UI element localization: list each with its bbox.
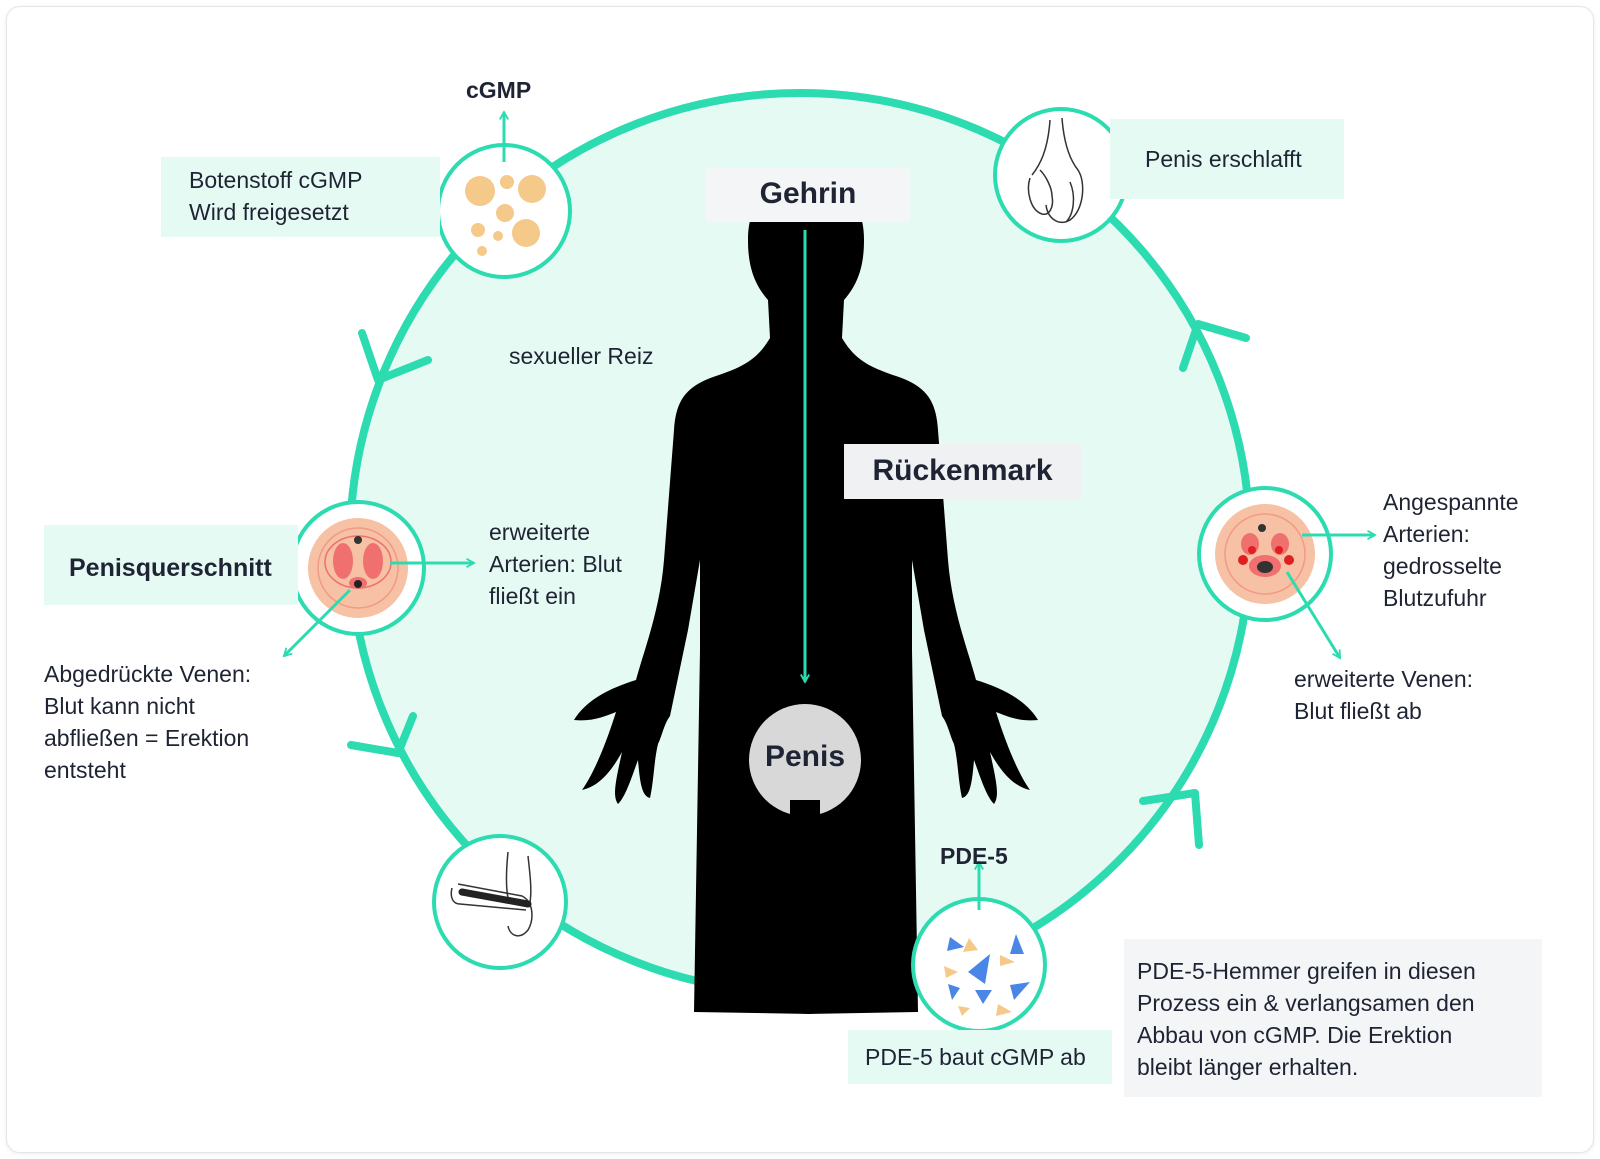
erweiterte-venen-label: erweiterte Venen: Blut fließt ab xyxy=(1294,666,1474,724)
pde5-baut-label: PDE-5 baut cGMP ab xyxy=(865,1044,1086,1070)
flaccid-node xyxy=(993,107,1129,243)
granules-node xyxy=(436,143,572,279)
gehrin-label: Gehrin xyxy=(759,177,857,210)
gehrin-box xyxy=(706,168,910,222)
cycle-direction-arrows xyxy=(347,320,1250,849)
cross-section-node xyxy=(290,500,426,636)
pde5-baut-box xyxy=(848,1030,1112,1084)
tense-node xyxy=(1197,486,1333,622)
chevron-right-upper xyxy=(1179,320,1250,372)
pde5-node xyxy=(911,897,1047,1033)
pde5-hemmer-box xyxy=(1124,939,1542,1097)
penis-cross-section-icon xyxy=(308,518,408,618)
pde5-label: PDE-5 xyxy=(940,843,1008,869)
flaccid-penis-icon xyxy=(1027,117,1084,224)
sexueller-reiz-label: sexueller Reiz xyxy=(509,343,654,369)
cgmp-label: cGMP xyxy=(466,77,532,103)
penis-erschlafft-label: Penis erschlafft xyxy=(1145,146,1302,172)
tense-cross-section-icon xyxy=(1215,504,1315,604)
angespannte-arterien-label: Angespannte Arterien: gedrosselte Blutzu… xyxy=(1383,489,1519,611)
rueckenmark-box xyxy=(844,444,1081,499)
rueckenmark-label: Rückenmark xyxy=(872,454,1053,487)
chevron-right-lower xyxy=(1139,789,1203,849)
erweiterte-arterien-label: erweiterte Arterien: Blut fließt ein xyxy=(489,519,622,609)
botenstoff-label: Botenstoff cGMP Wird freigesetzt xyxy=(189,167,363,225)
veins-compressed-arrow xyxy=(284,588,352,656)
penis-disc xyxy=(749,704,861,816)
penis-label: Penis xyxy=(764,740,846,773)
penis-disc-gap xyxy=(790,800,820,824)
pde5-enzyme-icon xyxy=(944,934,1030,1016)
granules-icon xyxy=(465,175,546,256)
erect-node xyxy=(432,834,568,970)
chevron-left-upper xyxy=(358,329,432,384)
penisquerschnitt-label: Penisquerschnitt xyxy=(69,554,272,582)
pde5-hemmer-label: PDE-5-Hemmer greifen in diesen Prozess e… xyxy=(1137,958,1476,1080)
erschlafft-box xyxy=(1110,119,1344,199)
chevron-left-lower xyxy=(347,712,417,757)
widened-veins-arrow xyxy=(1285,571,1342,658)
penisquerschnitt-box xyxy=(44,525,298,605)
abgedrueckte-venen-label: Abgedrückte Venen: Blut kann nicht abfli… xyxy=(44,661,252,783)
erect-penis-icon xyxy=(450,851,533,937)
botenstoff-box xyxy=(161,157,440,237)
